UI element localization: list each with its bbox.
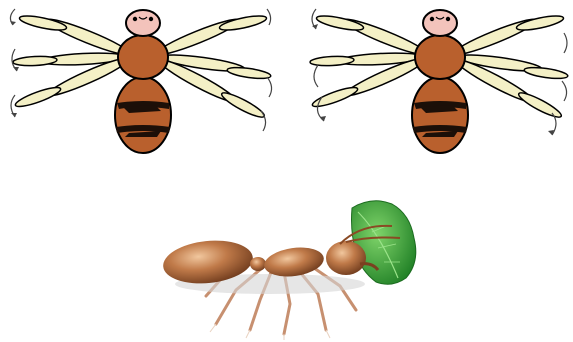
leaf-carrying-ant <box>161 201 416 340</box>
top-right-ant <box>310 9 569 153</box>
leaf <box>352 201 416 284</box>
top-left-ant <box>10 9 272 153</box>
